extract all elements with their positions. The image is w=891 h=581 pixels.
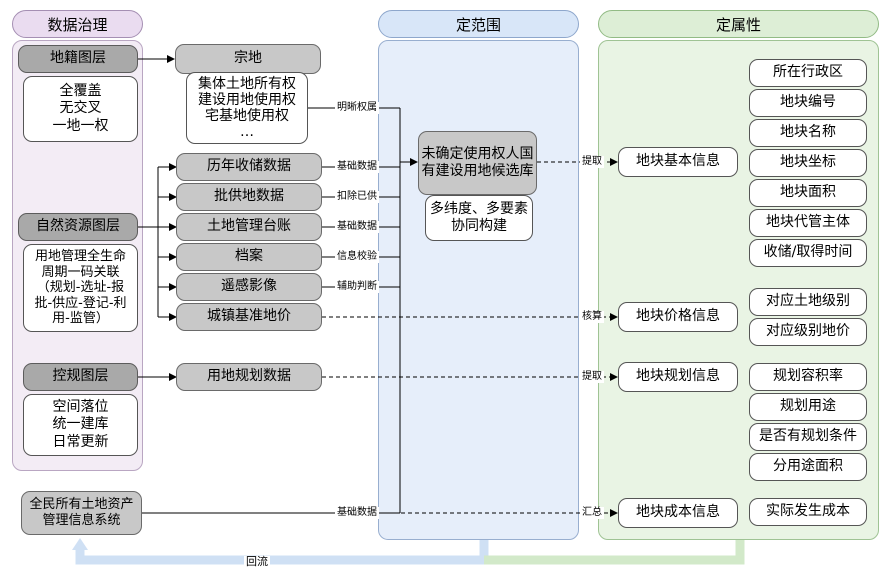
attr-planned-use: 规划用途 xyxy=(749,393,867,421)
natural-feature: （规划-选址-报 xyxy=(36,280,125,296)
attr-parcel-name: 地块名称 xyxy=(749,119,867,147)
data-item-storage-history: 历年收储数据 xyxy=(176,153,322,181)
edge-label-assist-judge: 辅助判断 xyxy=(335,281,379,293)
natural-features-box: 用地管理全生命 周期一码关联 （规划-选址-报 批-供应-登记-利 用-监管） xyxy=(23,244,138,332)
edge-label-basic-data: 基础数据 xyxy=(335,161,379,173)
asset-management-system-node: 全民所有土地资产 管理信息系统 xyxy=(21,491,142,535)
attr-admin-region: 所在行政区 xyxy=(749,59,867,87)
cadastral-feature: 一地一权 xyxy=(52,117,109,134)
parcel-right: 建设用地使用权 xyxy=(198,91,296,108)
natural-feature: 批-供应-登记-利 xyxy=(34,295,127,311)
cadastral-layer-node: 地籍图层 xyxy=(18,45,138,73)
attr-actual-cost: 实际发生成本 xyxy=(749,498,867,526)
natural-feature: 用地管理全生命 xyxy=(34,249,126,265)
data-item-approval-supply: 批供地数据 xyxy=(176,183,322,211)
attr-parcel-number: 地块编号 xyxy=(749,89,867,117)
asset-system-line: 全民所有土地资产 xyxy=(29,496,134,512)
data-item-land-ledger: 土地管理台账 xyxy=(176,213,322,241)
parcel-cost-info-node: 地块成本信息 xyxy=(618,498,738,528)
edge-label-basic-data: 基础数据 xyxy=(335,221,379,233)
parcel-rights-box: 集体土地所有权 建设用地使用权 宅基地使用权 … xyxy=(186,72,308,144)
data-item-archives: 档案 xyxy=(176,243,322,271)
edge-label-summary: 汇总 xyxy=(580,507,604,519)
governance-lane-title: 数据治理 xyxy=(12,10,143,38)
attr-area-by-use: 分用途面积 xyxy=(749,453,867,481)
parcel-right: 宅基地使用权 xyxy=(205,108,289,124)
edge-label-deduct-supplied: 扣除已供 xyxy=(335,191,379,203)
natural-resource-layer-node: 自然资源图层 xyxy=(18,213,138,241)
parcel-planning-info-node: 地块规划信息 xyxy=(618,362,738,392)
edge-label-clarify-ownership: 明晰权属 xyxy=(335,102,379,114)
parcel-right: 集体土地所有权 xyxy=(198,75,296,92)
regulatory-features-box: 空间落位 统一建库 日常更新 xyxy=(23,394,138,456)
candidate-library-line: 有建设用地候选库 xyxy=(421,163,534,179)
regulatory-feature: 日常更新 xyxy=(52,433,109,450)
multi-dimension-box: 多纬度、多要素 协同构建 xyxy=(425,195,533,241)
multi-dimension-line: 协同构建 xyxy=(451,218,507,234)
edge-label-accounting: 核算 xyxy=(580,311,604,323)
cadastral-features-box: 全覆盖 无交叉 一地一权 xyxy=(23,76,138,142)
attr-plot-ratio: 规划容积率 xyxy=(749,363,867,391)
parcel-price-info-node: 地块价格信息 xyxy=(618,302,738,332)
multi-dimension-line: 多纬度、多要素 xyxy=(430,200,528,217)
planning-data-node: 用地规划数据 xyxy=(176,363,322,391)
edge-label-extract: 提取 xyxy=(580,371,604,383)
regulatory-feature: 统一建库 xyxy=(52,416,109,433)
attribute-lane-title: 定属性 xyxy=(598,10,879,38)
natural-feature: 用-监管） xyxy=(52,311,109,327)
edge-label-extract: 提取 xyxy=(580,156,604,168)
attr-parcel-area: 地块面积 xyxy=(749,179,867,207)
candidate-library-line: 未确定使用权人国 xyxy=(421,145,534,162)
cadastral-feature: 无交叉 xyxy=(59,100,102,117)
data-item-remote-sensing: 遥感影像 xyxy=(176,273,322,301)
natural-feature: 周期一码关联 xyxy=(41,264,120,280)
candidate-library-node: 未确定使用权人国 有建设用地候选库 xyxy=(418,131,537,195)
parcel-node: 宗地 xyxy=(175,44,321,74)
attr-grade-price: 对应级别地价 xyxy=(749,318,867,346)
attr-planning-conditions: 是否有规划条件 xyxy=(749,423,867,451)
regulatory-layer-node: 控规图层 xyxy=(23,363,138,391)
edge-label-basic-data: 基础数据 xyxy=(335,507,379,519)
scope-lane xyxy=(378,40,579,540)
scope-lane-title: 定范围 xyxy=(378,10,579,38)
parcel-right: … xyxy=(240,124,254,141)
data-item-benchmark-price: 城镇基准地价 xyxy=(176,303,322,331)
attr-custodian: 地块代管主体 xyxy=(749,209,867,237)
cadastral-feature: 全覆盖 xyxy=(59,82,102,99)
parcel-basic-info-node: 地块基本信息 xyxy=(618,147,738,177)
edge-label-backflow: 回流 xyxy=(244,555,270,568)
attr-acquisition-time: 收储/取得时间 xyxy=(749,239,867,267)
attr-parcel-coordinates: 地块坐标 xyxy=(749,149,867,177)
edge-label-info-verify: 信息校验 xyxy=(335,251,379,263)
asset-system-line: 管理信息系统 xyxy=(42,513,121,528)
regulatory-feature: 空间落位 xyxy=(52,398,109,415)
attr-land-grade: 对应土地级别 xyxy=(749,288,867,316)
